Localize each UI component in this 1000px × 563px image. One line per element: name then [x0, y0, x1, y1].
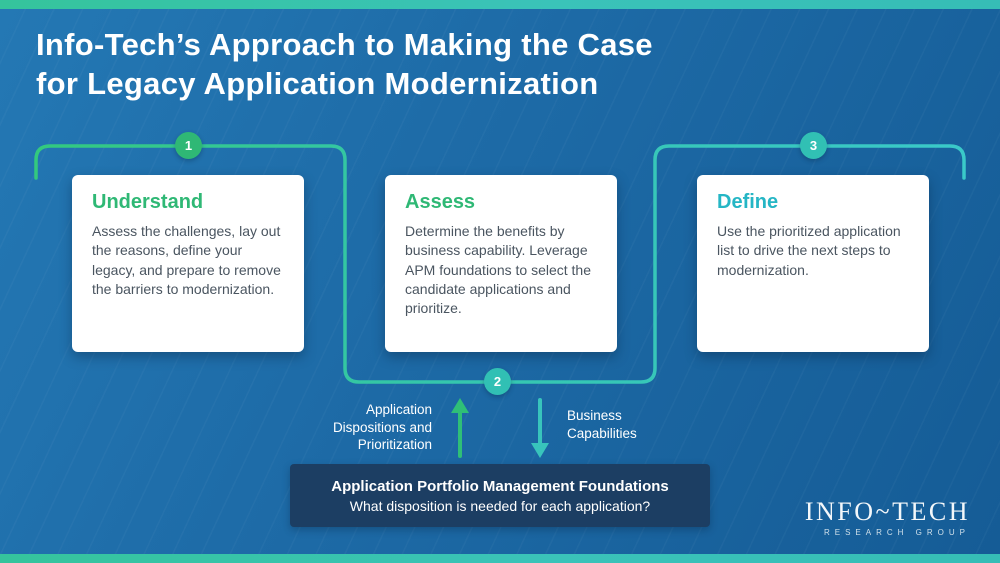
- step-number-badge-1: 1: [175, 132, 202, 159]
- step-card-understand: Understand Assess the challenges, lay ou…: [72, 175, 304, 352]
- step-title-define: Define: [717, 191, 779, 213]
- step-body-understand: Assess the challenges, lay out the reaso…: [92, 223, 281, 297]
- logo-wordmark: INFO~TECH: [804, 497, 970, 526]
- step-number-badge-3: 3: [800, 132, 827, 159]
- step-title-understand: Understand: [92, 191, 204, 213]
- step-card-assess: Assess Determine the benefits by busines…: [385, 175, 617, 352]
- up-arrow-label: Application Dispositions and Prioritizat…: [332, 402, 432, 453]
- bottom-accent-bar: [0, 554, 1000, 563]
- down-arrow-label: Business Capabilities: [567, 408, 637, 441]
- step-title-assess: Assess: [405, 191, 476, 213]
- info-tech-logo: INFO~TECH RESEARCH GROUP: [804, 497, 970, 538]
- logo-subtext: RESEARCH GROUP: [823, 528, 970, 537]
- up-arrow-icon: [451, 398, 469, 458]
- down-arrow-icon: [531, 398, 549, 458]
- foundation-title: Application Portfolio Management Foundat…: [331, 477, 669, 495]
- page-title: Info-Tech’s Approach to Making the Case …: [36, 26, 653, 104]
- top-accent-bar: [0, 0, 1000, 9]
- step-number-badge-2: 2: [484, 368, 511, 395]
- page-title-line-2: for Legacy Application Modernization: [36, 65, 599, 101]
- step-body-define: Use the prioritized application list to …: [717, 223, 901, 278]
- foundation-box: Application Portfolio Management Foundat…: [290, 464, 710, 527]
- page-title-line-1: Info-Tech’s Approach to Making the Case: [36, 27, 653, 62]
- step-card-define: Define Use the prioritized application l…: [697, 175, 929, 352]
- step-body-assess: Determine the benefits by business capab…: [405, 223, 591, 317]
- foundation-question: What disposition is needed for each appl…: [349, 497, 651, 514]
